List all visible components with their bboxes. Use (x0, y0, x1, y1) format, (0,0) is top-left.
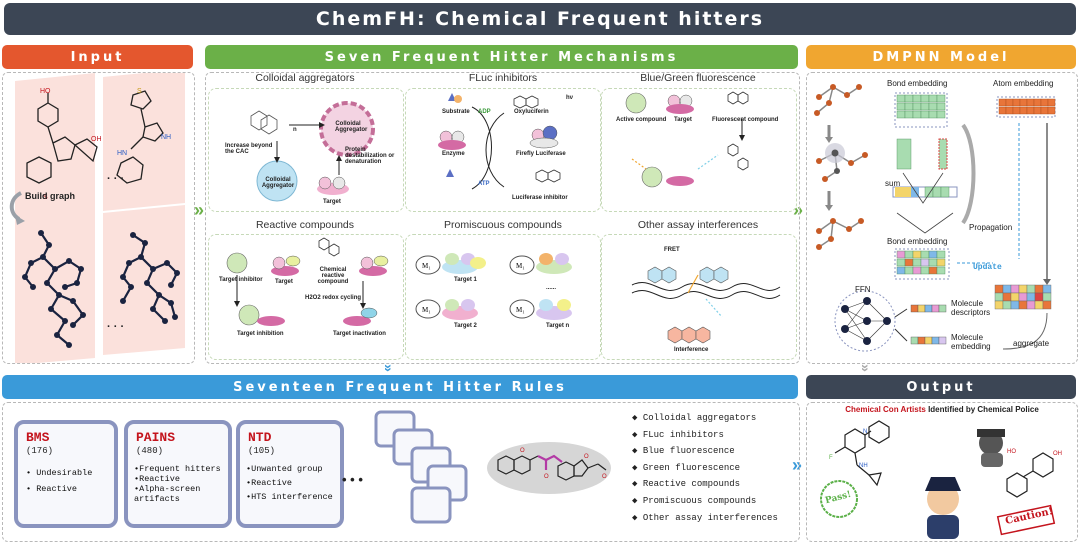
svg-text:M₁: M₁ (422, 306, 431, 314)
chevron-down-icon: » (857, 364, 874, 372)
list-item: ◆ Green fluorescence (632, 462, 741, 473)
molecule-embedding-label: Molecule embedding (951, 333, 991, 351)
output-graphic: F N NH HO OH (820, 420, 1062, 539)
model-panel: Bond embedding Atom embedding sum Propag… (806, 72, 1078, 364)
svg-text:O: O (584, 454, 589, 460)
list-item: ◆ Colloidal aggregators (632, 413, 757, 423)
svg-text:F: F (829, 455, 833, 461)
svg-text:S: S (43, 194, 48, 201)
molecule-descriptors-label: Molecule descriptors (951, 299, 991, 317)
propagation-label: Propagation (969, 223, 1013, 232)
fluc-diagram: Substrate ADP Oxyluciferin hν Enzyme Fir… (405, 88, 601, 212)
rule-doc-ntd: NTD (105) •Unwanted group •Reactive •HTS… (236, 420, 344, 528)
dmpnn-graphic (814, 84, 1056, 352)
input-ellipsis-top: · · · (107, 173, 125, 185)
chevron-right-icon: » (194, 200, 205, 220)
svg-text:NH: NH (859, 463, 868, 469)
rule-doc-bms: BMS (176) • Undesirable • Reactive (14, 420, 118, 528)
rule-docs-stack-icon (374, 410, 468, 524)
bond-embedding-label: Bond embedding (887, 79, 948, 88)
list-item: ◆ Promiscuous compounds (632, 495, 757, 506)
chevron-down-icon: » (380, 364, 397, 372)
svg-text:O: O (602, 474, 607, 480)
promiscuous-diagram: M₁ M₁ M₁ M₁ Target 1 Target 2 Target n .… (405, 234, 601, 360)
rules-header: Seventeen Frequent Hitter Rules (2, 375, 798, 399)
input-molecules-graphic: HO OH S S NH HN (9, 69, 185, 365)
reactive-diagram: Target inhibitor Target Chemical reactiv… (208, 234, 404, 360)
highlighted-molecule-graphic: O O O O (487, 442, 611, 494)
svg-text:S: S (137, 88, 142, 95)
mechanism-title-other: Other assay interferences (637, 219, 759, 231)
svg-text:O: O (544, 474, 549, 480)
svg-text:M₁: M₁ (516, 306, 525, 314)
bond-embedding2-label: Bond embedding (887, 237, 948, 246)
svg-text:HO: HO (40, 88, 51, 95)
ffn-label: FFN (855, 285, 871, 294)
svg-text:N: N (863, 429, 867, 435)
input-header: Input (2, 45, 193, 69)
mechanism-title-fluorescence: Blue/Green fluorescence (640, 72, 756, 84)
mechanism-title-fluc: FLuc inhibitors (468, 72, 538, 84)
mechanism-title-promiscuous: Promiscuous compounds (444, 219, 562, 231)
page-title: ChemFH: Chemical Frequent hitters (4, 3, 1076, 35)
fluorescence-diagram: Active compound Target Fluorescent compo… (601, 88, 797, 212)
list-item: ◆ FLuc inhibitors (632, 429, 724, 440)
svg-text:HO: HO (1007, 449, 1016, 455)
model-header: DMPNN Model (806, 45, 1076, 69)
rule-doc-pains: PAINS (480) •Frequent hitters •Reactive … (124, 420, 232, 528)
sum-label: sum (885, 179, 901, 188)
output-panel: Chemical Con Artists Identified by Chemi… (806, 402, 1078, 542)
mechanism-title-reactive: Reactive compounds (255, 219, 355, 231)
rules-ellipsis: • • • (342, 472, 363, 487)
update-label: Update (973, 263, 1002, 272)
input-panel: HO OH S S NH HN (2, 69, 195, 365)
output-caption: Chemical Con Artists Identified by Chemi… (845, 405, 1039, 414)
mechanisms-header: Seven Frequent Hitter Mechanisms (205, 45, 798, 69)
rules-list: ◆ Colloidal aggregators ◆ FLuc inhibitor… (632, 410, 798, 526)
rules-panel (2, 402, 800, 542)
mechanism-title-colloidal: Colloidal aggregators (255, 72, 355, 84)
chevron-right-icon: » (793, 200, 804, 220)
chevron-right-icon: » (792, 455, 803, 475)
svg-text:OH: OH (1053, 451, 1062, 457)
svg-text:M₁: M₁ (516, 262, 525, 270)
build-graph-label: Build graph (25, 191, 75, 201)
svg-text:NH: NH (161, 134, 171, 141)
aggregate-label: aggregate (1013, 339, 1050, 348)
colloidal-diagram: Increase beyond the CAC Colloidal Aggreg… (208, 88, 404, 212)
mechanisms-panel (205, 72, 800, 364)
list-item: ◆ Blue fluorescence (632, 446, 735, 457)
interference-diagram: FRET Interference (601, 234, 797, 360)
svg-text:HN: HN (117, 150, 127, 157)
input-ellipsis-bottom: · · · (107, 321, 125, 333)
svg-text:M₁: M₁ (422, 262, 431, 270)
list-item: ◆ Other assay interferences (632, 512, 778, 523)
svg-text:O: O (520, 448, 525, 454)
list-item: ◆ Reactive compounds (632, 479, 741, 490)
svg-text:OH: OH (91, 136, 102, 143)
atom-embedding-label: Atom embedding (993, 79, 1054, 88)
output-header: Output (806, 375, 1076, 399)
